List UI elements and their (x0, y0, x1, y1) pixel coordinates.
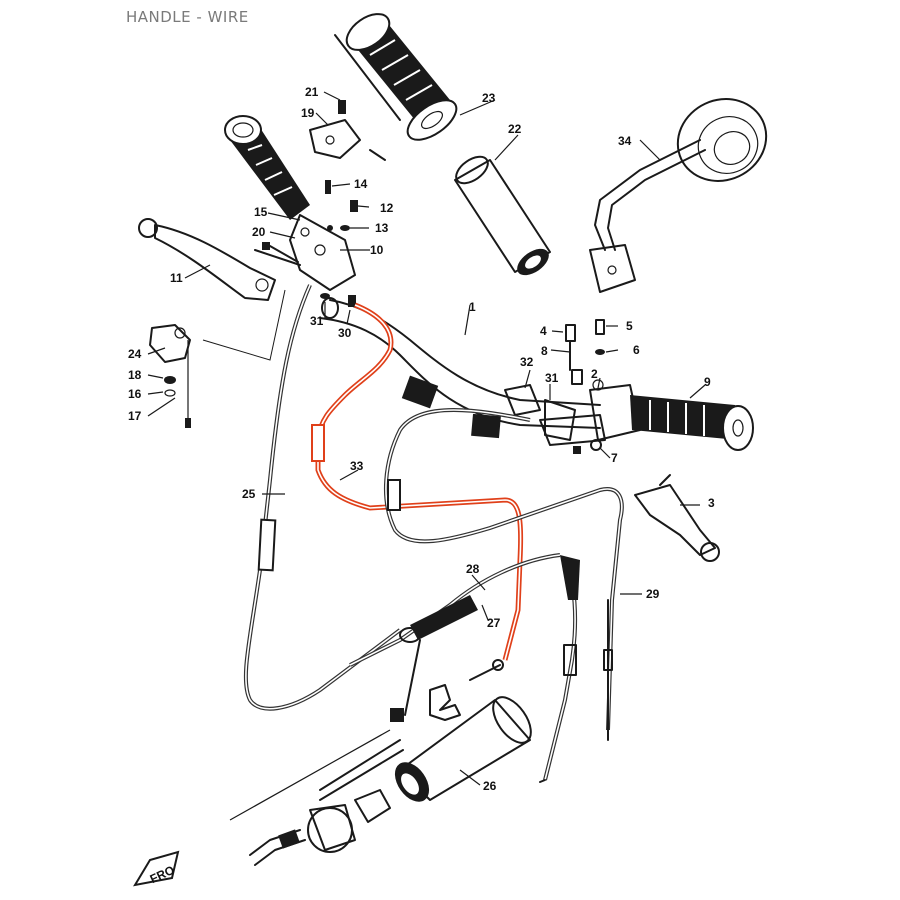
throttle-tube (229, 696, 532, 821)
brake-lever (634, 474, 720, 562)
cable-25 (243, 284, 402, 711)
throttle-sleeve (454, 155, 551, 276)
part-label-9: 9 (704, 375, 711, 389)
part-label-32: 32 (520, 355, 534, 369)
part-label-11: 11 (170, 271, 183, 285)
part-label-24: 24 (128, 347, 142, 361)
part-label-12: 12 (380, 201, 394, 215)
part-label-2: 2 (591, 367, 598, 381)
part-label-25: 25 (242, 487, 256, 501)
right-grip (589, 384, 754, 451)
part-label-30: 30 (338, 326, 352, 340)
spare-grip (334, 13, 458, 141)
part-label-7: 7 (611, 451, 618, 465)
part-label-29: 29 (646, 587, 660, 601)
part-label-34: 34 (618, 134, 632, 148)
cable-return (384, 408, 624, 731)
part-label-31-left: 31 (310, 314, 324, 328)
cable-27 (539, 555, 580, 783)
cable-33 (311, 302, 524, 661)
part-label-15: 15 (254, 205, 268, 219)
part-labels: 1 2 3 4 5 6 7 8 9 10 11 12 13 14 15 16 1… (128, 85, 715, 793)
carb-end (249, 789, 391, 866)
cable-28 (349, 553, 561, 667)
part-label-13: 13 (375, 221, 389, 235)
part-label-10: 10 (370, 243, 384, 257)
part-label-28: 28 (466, 562, 480, 576)
mirror (589, 98, 768, 293)
clutch-lever (138, 218, 301, 301)
part-label-8: 8 (541, 344, 548, 358)
part-label-18: 18 (128, 368, 142, 382)
part-label-19: 19 (301, 106, 315, 120)
part-label-33: 33 (350, 459, 364, 473)
leader-lines (147, 91, 706, 786)
part-label-3: 3 (708, 496, 715, 510)
part-label-21: 21 (305, 85, 319, 99)
switch-housing (289, 214, 356, 291)
left-grip (224, 115, 310, 220)
part-label-14: 14 (354, 177, 368, 191)
part-label-23: 23 (482, 91, 496, 105)
part-label-1: 1 (469, 300, 476, 314)
handlebar (319, 297, 601, 439)
part-label-20: 20 (252, 225, 266, 239)
part-label-5: 5 (626, 319, 633, 333)
throttle-spring (390, 639, 504, 722)
part-label-4: 4 (540, 324, 547, 338)
page-title: HANDLE - WIRE (126, 8, 249, 26)
guide-line (202, 289, 286, 361)
part-label-16: 16 (128, 387, 142, 401)
front-arrow-icon: FRO (132, 850, 180, 887)
throttle-fasteners-left (320, 293, 356, 307)
small-fasteners-left (262, 100, 386, 263)
right-throttle-holder (504, 384, 606, 446)
part-label-27: 27 (487, 616, 501, 630)
part-label-31-right: 31 (545, 371, 559, 385)
part-label-6: 6 (633, 343, 640, 357)
part-label-17: 17 (128, 409, 142, 423)
part-label-22: 22 (508, 122, 522, 136)
cable-adjuster (149, 324, 191, 428)
part-label-26: 26 (483, 779, 497, 793)
cable-29 (603, 599, 613, 741)
